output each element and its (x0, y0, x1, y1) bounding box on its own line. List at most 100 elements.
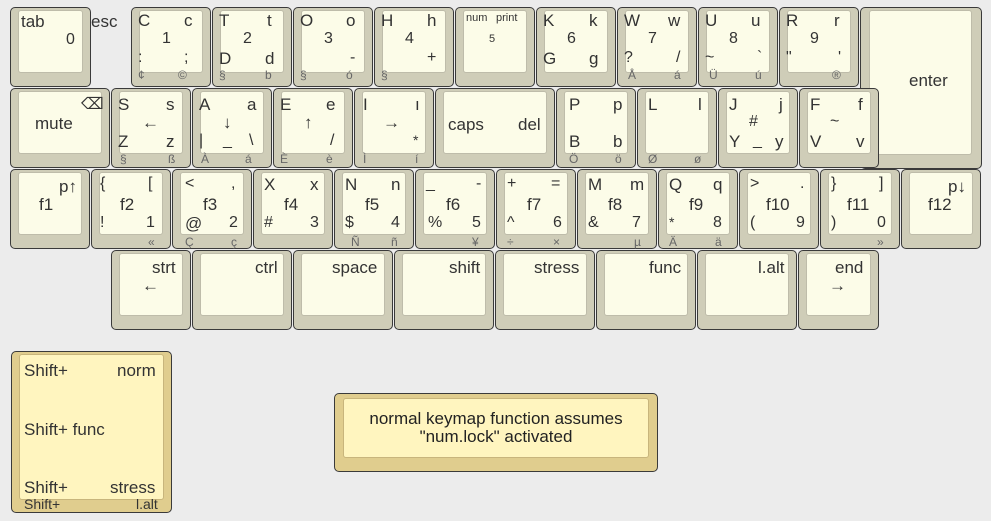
key-start[interactable]: strt← (111, 250, 191, 330)
key-legend: M (588, 175, 603, 194)
key-f2[interactable]: {[f2!1« (91, 169, 171, 249)
key-face (504, 172, 568, 235)
key-legend: 9 (796, 214, 805, 231)
legend-stress-prefix: Shift+ (24, 478, 68, 497)
key-enter[interactable]: enter (860, 7, 982, 169)
key-f12[interactable]: p↓f12 (901, 169, 981, 249)
key-legend: " (786, 49, 792, 66)
key-stress[interactable]: stress (495, 250, 595, 330)
key-f1[interactable]: p↑f1 (10, 169, 90, 249)
key-legend: ↑ (304, 113, 313, 132)
key-face (585, 172, 649, 235)
key-legend: d (265, 49, 275, 68)
key-legend: = (551, 175, 561, 192)
shift-legend-face: Shift+ norm Shift+ func Shift+ stress (19, 354, 164, 500)
key-face (119, 253, 183, 316)
key-f7[interactable]: +=f7^6÷× (496, 169, 576, 249)
key-legend: á (245, 152, 252, 166)
key-legend: o (346, 11, 356, 30)
key-legend: [ (148, 175, 153, 192)
key-legend: del (518, 115, 541, 134)
key-end[interactable]: end→ (798, 250, 879, 330)
key-legend: È (280, 152, 289, 166)
key-face (604, 253, 688, 316)
key-legend: 6 (567, 30, 576, 47)
key-func[interactable]: func (596, 250, 696, 330)
key-face (18, 91, 102, 154)
legend-func-label: Shift+ func (24, 420, 105, 439)
key-legend: * (669, 214, 675, 230)
key-legend: á (674, 68, 681, 82)
key-legend: Q (669, 175, 683, 194)
key-ctrl[interactable]: ctrl (192, 250, 292, 330)
key-legend: l.alt (758, 258, 785, 277)
key-face (362, 91, 426, 154)
key-legend: ! (100, 214, 105, 231)
key-f6[interactable]: _-f6%5¥ (415, 169, 495, 249)
key-legend: § (381, 68, 388, 82)
key-legend: J (729, 95, 738, 114)
key-legend: t (267, 11, 272, 30)
key-mute[interactable]: mute⌫ (10, 88, 110, 168)
key-legend: ö (615, 152, 622, 166)
key-face (869, 10, 972, 155)
key-legend: X (264, 175, 276, 194)
numlock-note-line-1: normal keymap function assumes (369, 409, 623, 429)
key-legend: x (310, 175, 319, 194)
key-lalt[interactable]: l.alt (697, 250, 797, 330)
key-f11[interactable]: }]f11)0» (820, 169, 900, 249)
key-legend: 1 (146, 214, 155, 231)
key-space[interactable]: space (293, 250, 393, 330)
key-legend: è (326, 152, 333, 166)
key-legend: ß (168, 152, 176, 166)
key-legend: shift (449, 258, 481, 277)
key-legend: ñ (391, 235, 398, 249)
key-legend: ' (838, 49, 842, 66)
key-legend: À (201, 152, 210, 166)
key-legend: § (300, 68, 307, 82)
key-legend: f12 (928, 195, 952, 214)
key-legend: ` (757, 49, 763, 66)
key-legend: ? (624, 49, 633, 66)
key-legend: 8 (729, 30, 738, 47)
key-legend: 3 (324, 30, 333, 47)
key-legend: ÷ (507, 235, 514, 249)
key-legend: I (363, 95, 368, 114)
key-legend: . (800, 175, 805, 192)
key-legend: f6 (446, 195, 461, 214)
key-legend: / (676, 49, 681, 66)
key-legend: 0 (877, 214, 886, 231)
key-face (200, 91, 264, 154)
key-face (828, 172, 892, 235)
key-legend: _ (426, 175, 435, 192)
key-legend: 3 (310, 214, 319, 231)
key-face (18, 172, 82, 235)
key-f10[interactable]: >.f10(9 (739, 169, 819, 249)
key-shift[interactable]: shift (394, 250, 494, 330)
key-legend: U (705, 11, 718, 30)
